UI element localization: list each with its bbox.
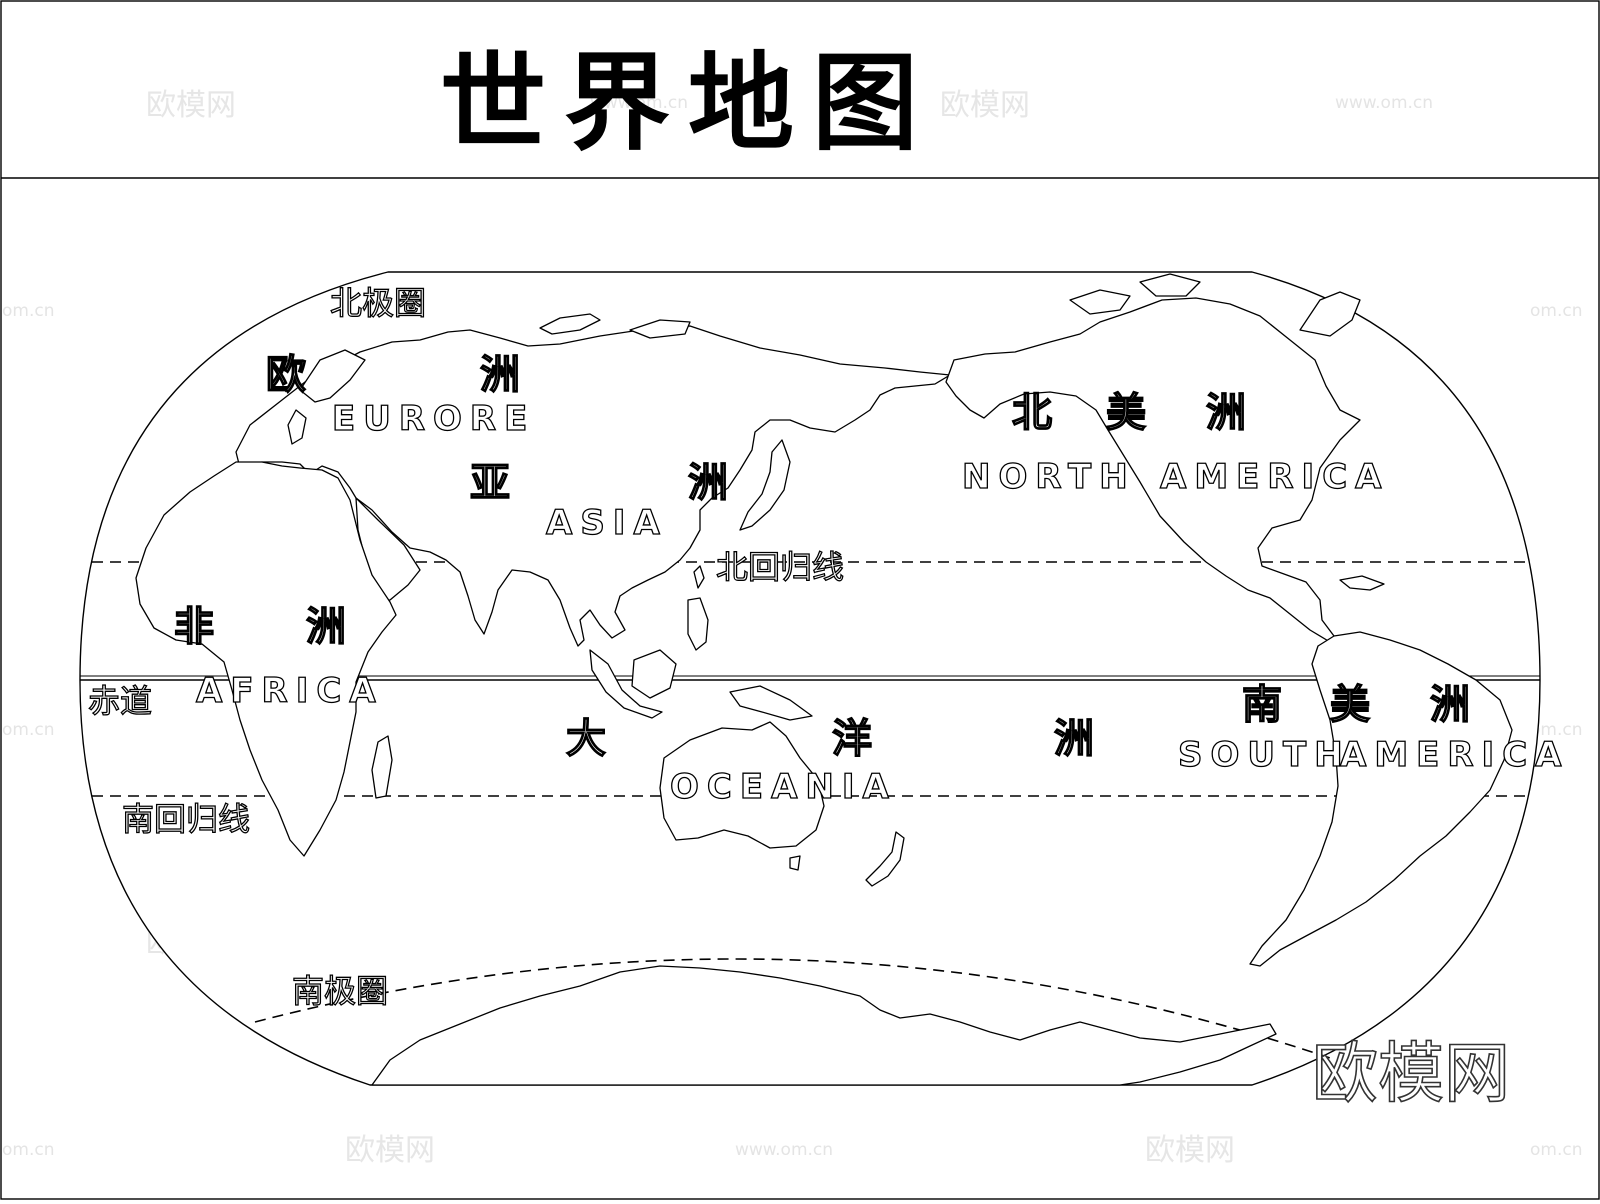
south-america-en-word: SOUTH bbox=[1178, 735, 1351, 775]
tropic-of-capricorn-label: 南回归线 bbox=[122, 800, 250, 838]
continent-labels: 欧 洲 EURORE 亚 洲 ASIA 非 洲 AFRICA 大 洋 洲 OCE… bbox=[173, 351, 1569, 807]
watermark-url: www.om.cn bbox=[590, 93, 688, 113]
europe-cn-char: 欧 bbox=[266, 352, 306, 398]
taiwan bbox=[693, 565, 705, 589]
watermark-url: om.cn bbox=[1530, 301, 1583, 321]
arctic-archipelago-2 bbox=[1139, 273, 1201, 297]
europe-cn-char: 洲 bbox=[480, 352, 520, 398]
caribbean-islands bbox=[1339, 575, 1385, 591]
africa-cn-char: 洲 bbox=[306, 604, 346, 650]
watermark-url: www.om.cn bbox=[1335, 93, 1433, 113]
philippines bbox=[687, 597, 709, 651]
watermark-url: www.om.cn bbox=[735, 1140, 833, 1160]
australia-landmass bbox=[659, 721, 825, 849]
watermark-url: om.cn bbox=[2, 301, 55, 321]
asia-cn-char: 亚 bbox=[470, 460, 510, 506]
south-america-cn-char: 美 bbox=[1330, 682, 1370, 728]
severnaya-zemlya bbox=[629, 319, 691, 339]
antarctica-landmass bbox=[371, 965, 1277, 1086]
new-zealand bbox=[865, 831, 905, 887]
watermark-url: om.cn bbox=[2, 1140, 55, 1160]
oceania-en-label: OCEANIA bbox=[670, 767, 897, 807]
oceania-cn-char: 洲 bbox=[1054, 716, 1094, 762]
equator-label: 赤道 bbox=[88, 682, 152, 720]
page-title: 世界地图 bbox=[440, 40, 936, 165]
madagascar bbox=[371, 735, 393, 799]
scandinavia bbox=[299, 349, 366, 403]
africa-en-label: AFRICA bbox=[196, 671, 384, 711]
new-guinea bbox=[729, 685, 813, 721]
north-america-landmass bbox=[945, 297, 1361, 643]
south-america-landmass bbox=[1249, 631, 1513, 967]
watermark-url: om.cn bbox=[2, 720, 55, 740]
south-america-cn-char: 洲 bbox=[1430, 682, 1470, 728]
asia-cn-char: 洲 bbox=[688, 460, 728, 506]
arctic-circle-label: 北极圈 bbox=[330, 284, 426, 322]
north-america-cn-char: 北 bbox=[1012, 390, 1052, 436]
africa-landmass bbox=[135, 461, 397, 857]
north-america-cn-char: 美 bbox=[1106, 390, 1146, 436]
watermark-text: 欧模网 bbox=[345, 1133, 435, 1168]
eurasia-landmass bbox=[235, 325, 951, 647]
africa-cn-char: 非 bbox=[174, 604, 214, 650]
oceania-cn-char: 洋 bbox=[832, 716, 872, 762]
arctic-archipelago bbox=[1069, 289, 1131, 315]
watermark-url: om.cn bbox=[1530, 1140, 1583, 1160]
north-america-en-word: NORTH bbox=[962, 457, 1136, 497]
british-isles bbox=[287, 409, 307, 445]
north-america-en-word: AMERICA bbox=[1160, 457, 1389, 497]
antarctic-circle-label: 南极圈 bbox=[292, 972, 388, 1010]
antarctic-circle-line bbox=[254, 958, 1331, 1059]
asia-en-label: ASIA bbox=[546, 503, 668, 543]
sumatra-java bbox=[589, 649, 663, 719]
latitude-labels: 北极圈 北回归线 赤道 南回归线 南极圈 bbox=[87, 283, 844, 1010]
south-america-cn-char: 南 bbox=[1242, 682, 1282, 728]
oceania-cn-char: 大 bbox=[566, 716, 606, 762]
south-america-en-word: AMERICA bbox=[1340, 735, 1569, 775]
europe-en-label: EURORE bbox=[332, 399, 535, 439]
watermark-text: 欧模网 bbox=[940, 88, 1030, 123]
north-america-cn-char: 洲 bbox=[1206, 390, 1246, 436]
novaya-zemlya bbox=[539, 313, 601, 335]
tropic-of-cancer-label: 北回归线 bbox=[716, 548, 844, 586]
watermark-text: 欧模网 bbox=[146, 88, 236, 123]
japan bbox=[739, 439, 791, 531]
landmasses bbox=[135, 273, 1513, 1086]
corner-watermark: 欧模网 bbox=[1312, 1035, 1510, 1112]
borneo bbox=[631, 649, 677, 699]
watermark-url: om.cn bbox=[1530, 720, 1583, 740]
watermark-text: 欧模网 bbox=[1145, 1133, 1235, 1168]
greenland bbox=[1299, 291, 1361, 337]
tasmania bbox=[789, 855, 801, 871]
